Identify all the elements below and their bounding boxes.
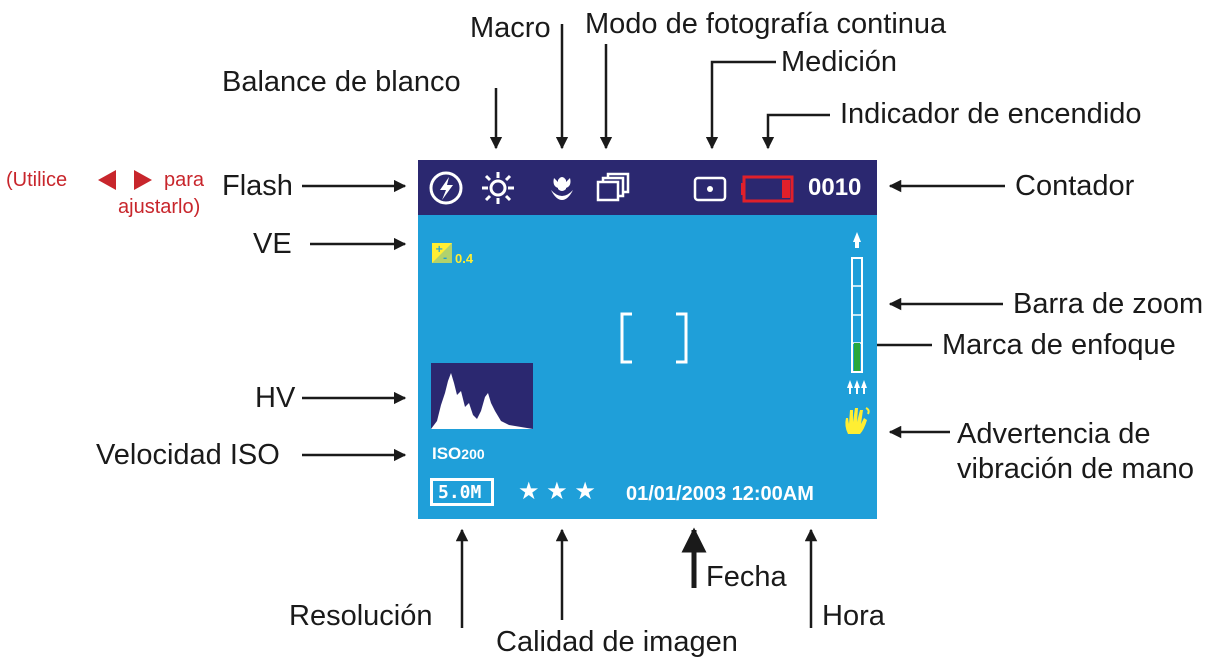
svg-text:+: + [435,244,443,255]
label-date: Fecha [706,561,787,593]
date-time: 01/01/2003 12:00AM [626,483,814,505]
ev-compensation-icon: + - [432,243,452,264]
zoom-level-fill [854,343,860,371]
ev-value: 0.4 [455,251,474,266]
lcd-top-bar: 0010 [418,160,877,215]
label-zoom-bar: Barra de zoom [1013,288,1204,320]
label-white-balance: Balance de blanco [222,66,461,98]
label-hand-shake-1: Advertencia de [957,418,1151,450]
resolution-badge: 5.0M [430,478,494,506]
shot-counter: 0010 [808,174,862,201]
flash-icon [429,171,463,205]
zoom-bar [847,232,867,394]
flash-hint-text-1: (Utilice [6,169,68,191]
hand-shake-icon [845,407,870,434]
continuous-shooting-icon [596,172,630,202]
left-right-arrows-icon [98,170,152,190]
flash-hint-text-3: ajustarlo) [118,196,201,218]
label-macro: Macro [470,12,551,44]
label-resolution: Resolución [289,600,433,632]
label-power-indicator: Indicador de encendido [840,98,1142,130]
zoom-wide-icon [847,380,867,394]
arrow-metering [705,60,776,150]
label-iso-speed: Velocidad ISO [96,439,280,471]
iso-label: ISO200 [432,445,485,462]
label-flash: Flash [222,170,293,202]
flash-hint-text-2: para [164,169,205,191]
metering-icon [693,176,727,202]
arrow-power [761,113,830,150]
iso-value: 200 [461,446,485,462]
sun-icon [482,172,514,204]
label-ev: VE [253,228,292,260]
label-hand-shake-2: vibración de mano [957,453,1194,485]
focus-frame [620,312,688,364]
camera-lcd-screen: 0010 + - 0.4 [418,160,877,519]
label-counter: Contador [1015,170,1135,202]
label-image-quality: Calidad de imagen [496,626,738,658]
label-histogram: HV [255,382,296,414]
label-focus-mark: Marca de enfoque [942,329,1176,361]
quality-stars: ★ ★ ★ [518,478,596,505]
svg-text:-: - [443,253,447,264]
macro-flower-icon [551,177,573,200]
zoom-tele-icon [853,232,861,248]
iso-prefix: ISO [432,444,462,463]
label-time: Hora [822,600,885,632]
histogram [431,363,533,429]
resolution-value: 5.0M [438,482,482,503]
label-metering: Medición [781,46,898,78]
battery-icon [741,175,794,203]
label-continuous-shooting: Modo de fotografía continua [585,8,947,40]
